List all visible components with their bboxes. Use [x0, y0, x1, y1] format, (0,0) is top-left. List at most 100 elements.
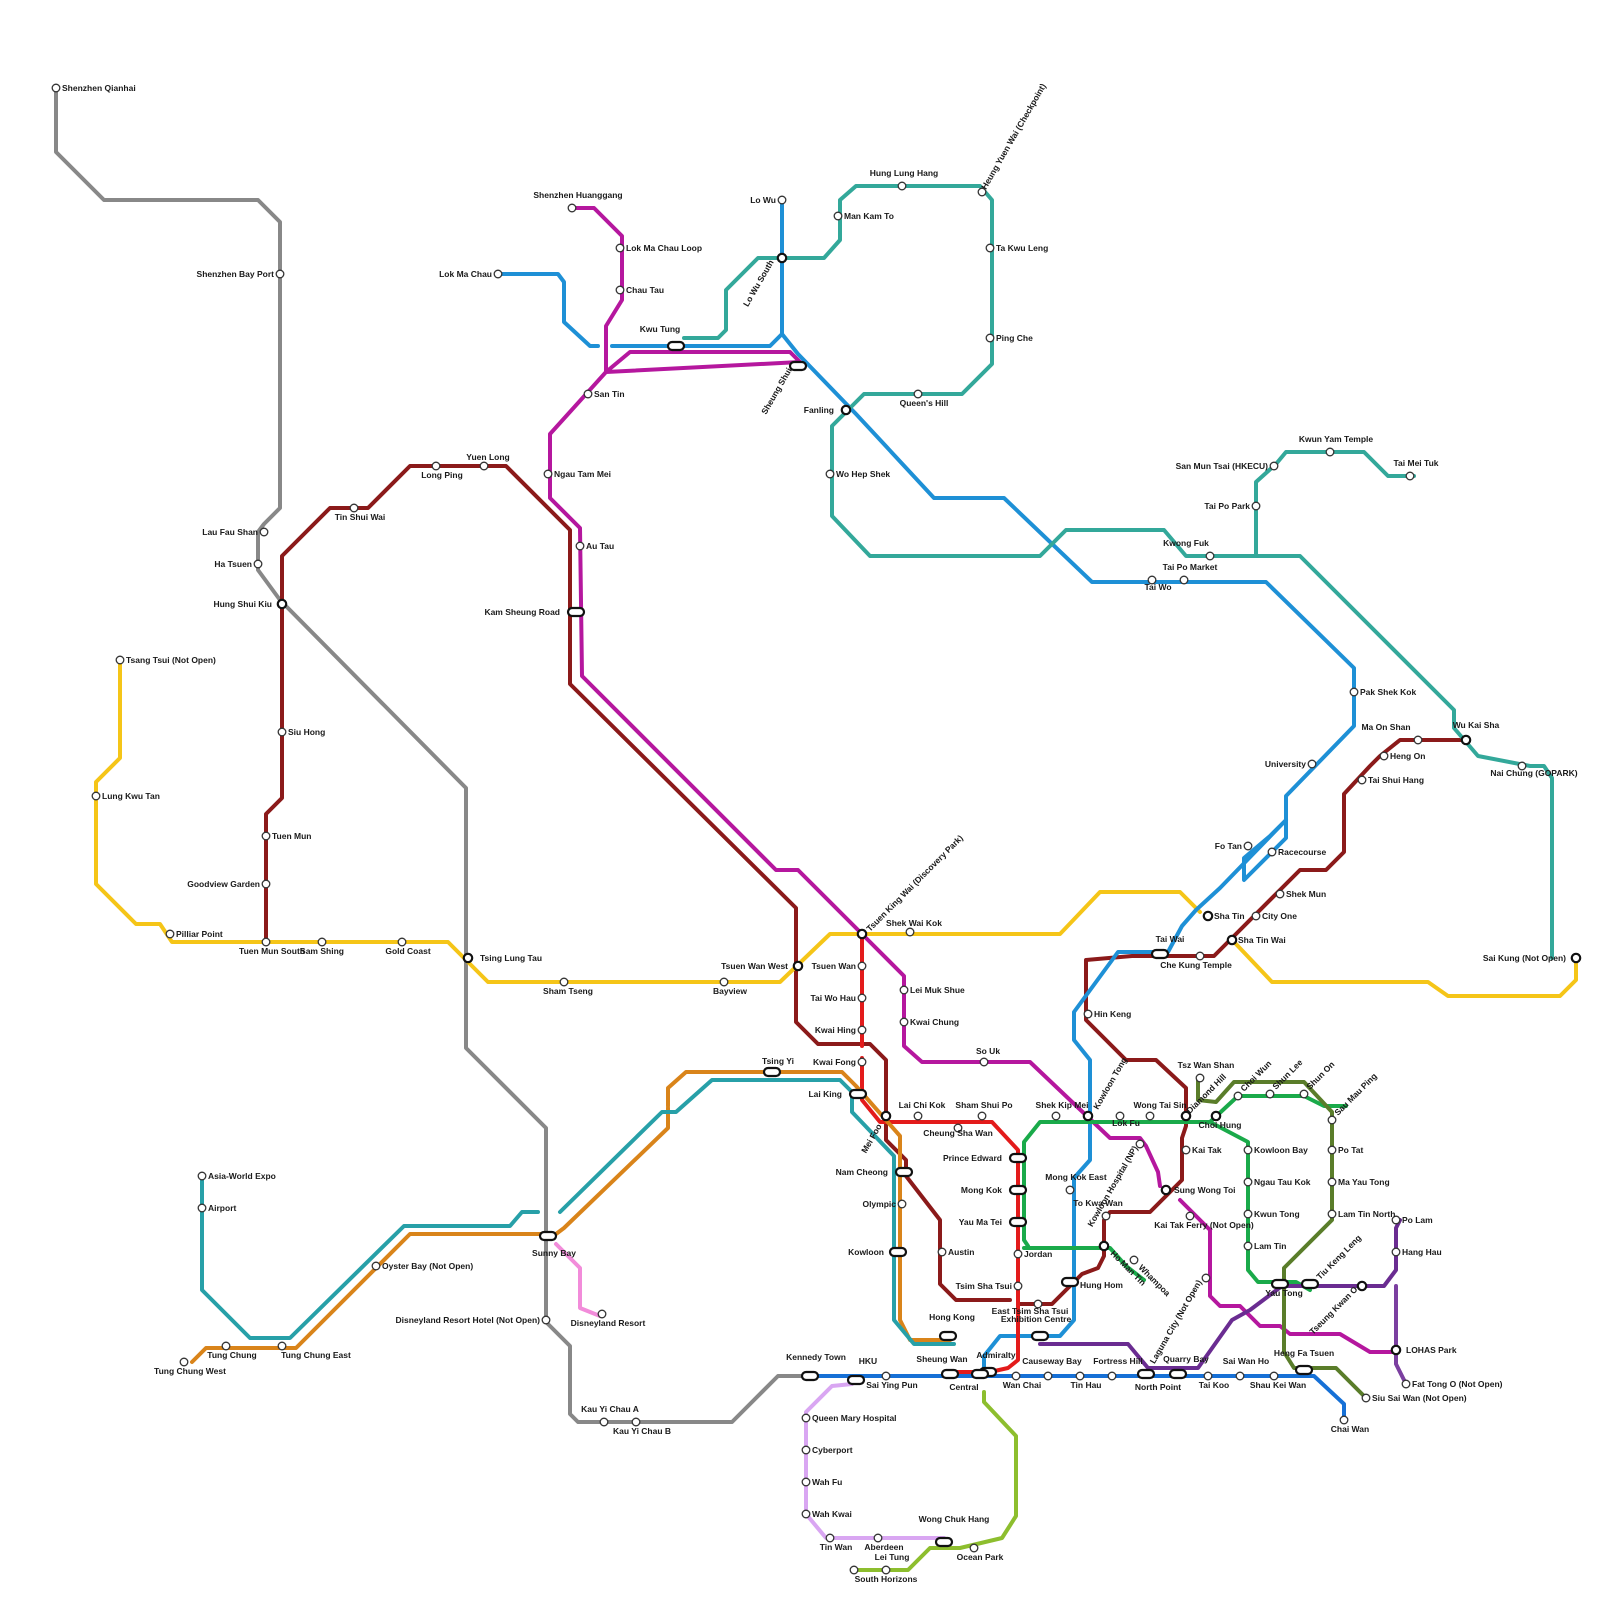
station-marker-sha-tin-wai[interactable] — [1226, 934, 1238, 946]
station-marker-oyster-bay-not-open[interactable] — [371, 1261, 381, 1271]
station-marker-yuen-long[interactable] — [479, 461, 489, 471]
station-marker-siu-hong[interactable] — [277, 727, 287, 737]
station-marker-tin-wan[interactable] — [825, 1533, 835, 1543]
station-marker-causeway-bay[interactable] — [1043, 1371, 1053, 1381]
station-marker-lau-fau-shan[interactable] — [259, 527, 269, 537]
station-marker-tiu-keng-leng[interactable] — [1300, 1278, 1320, 1290]
station-marker-kwai-chung[interactable] — [899, 1017, 909, 1027]
station-marker-heng-on[interactable] — [1379, 751, 1389, 761]
station-marker-po-lam[interactable] — [1391, 1215, 1401, 1225]
station-marker-kwai-fong[interactable] — [857, 1057, 867, 1067]
station-marker-chai-wan[interactable] — [1339, 1415, 1349, 1425]
station-marker-jordan[interactable] — [1013, 1249, 1023, 1259]
station-marker-goodview-garden[interactable] — [261, 879, 271, 889]
station-marker-yau-ma-tei[interactable] — [1008, 1216, 1028, 1228]
station-marker-lohas-park[interactable] — [1390, 1344, 1402, 1356]
station-marker-shek-mun[interactable] — [1275, 889, 1285, 899]
station-marker-lam-tin[interactable] — [1243, 1241, 1253, 1251]
station-marker-ha-tsuen[interactable] — [253, 559, 263, 569]
station-marker-asia-world-expo[interactable] — [197, 1171, 207, 1181]
station-marker-tsuen-wan[interactable] — [857, 961, 867, 971]
station-marker-hong-kong[interactable] — [938, 1330, 958, 1342]
station-marker-sunny-bay[interactable] — [538, 1230, 558, 1242]
station-marker-wu-kai-sha[interactable] — [1460, 734, 1472, 746]
station-marker-kau-yi-chau-a[interactable] — [599, 1417, 609, 1427]
station-marker-sai-wan-ho[interactable] — [1235, 1371, 1245, 1381]
station-marker-sau-mau-ping[interactable] — [1327, 1115, 1337, 1125]
station-marker-shenzhen-qianhai[interactable] — [51, 83, 61, 93]
station-marker-ocean-park[interactable] — [969, 1543, 979, 1553]
station-marker-tai-koo[interactable] — [1203, 1371, 1213, 1381]
station-marker-disneyland-resort[interactable] — [597, 1309, 607, 1319]
station-marker-tai-po-park[interactable] — [1251, 501, 1261, 511]
station-marker-tung-chung-west[interactable] — [179, 1357, 189, 1367]
station-marker-au-tau[interactable] — [575, 541, 585, 551]
station-marker-kau-yi-chau-b[interactable] — [631, 1417, 641, 1427]
station-marker-tai-wo-hau[interactable] — [857, 993, 867, 1003]
station-marker-kai-tak-ferry-not-open[interactable] — [1185, 1211, 1195, 1221]
station-marker-lei-muk-shue[interactable] — [899, 985, 909, 995]
station-marker-tsim-sha-tsui[interactable] — [1013, 1281, 1023, 1291]
station-marker-kowloon-hospital-np[interactable] — [1135, 1139, 1145, 1149]
station-marker-shek-wai-kok[interactable] — [905, 927, 915, 937]
station-marker-tseung-kwan-o[interactable] — [1356, 1280, 1368, 1292]
station-marker-hin-keng[interactable] — [1083, 1009, 1093, 1019]
station-marker-wah-kwai[interactable] — [801, 1509, 811, 1519]
station-marker-sai-kung-not-open[interactable] — [1570, 952, 1582, 964]
station-marker-shek-kip-mei[interactable] — [1051, 1111, 1061, 1121]
station-marker-wo-hep-shek[interactable] — [825, 469, 835, 479]
station-marker-ma-on-shan[interactable] — [1413, 735, 1423, 745]
station-marker-fat-tong-o-not-open[interactable] — [1401, 1379, 1411, 1389]
station-marker-kwun-tong[interactable] — [1243, 1209, 1253, 1219]
station-marker-tung-chung[interactable] — [221, 1341, 231, 1351]
station-marker-to-kwa-wan[interactable] — [1101, 1211, 1111, 1221]
station-marker-ngau-tam-mei[interactable] — [543, 469, 553, 479]
station-marker-hang-hau[interactable] — [1391, 1247, 1401, 1257]
station-marker-ping-che[interactable] — [985, 333, 995, 343]
station-marker-sha-tin[interactable] — [1202, 910, 1214, 922]
station-marker-hung-lung-hang[interactable] — [897, 181, 907, 191]
station-marker-wong-tai-sin[interactable] — [1145, 1111, 1155, 1121]
station-marker-che-kung-temple[interactable] — [1195, 951, 1205, 961]
station-marker-hung-shui-kiu[interactable] — [276, 598, 288, 610]
station-marker-lai-chi-kok[interactable] — [913, 1111, 923, 1121]
station-marker-lo-wu[interactable] — [777, 195, 787, 205]
station-marker-choi-wun[interactable] — [1233, 1091, 1243, 1101]
station-marker-airport[interactable] — [197, 1203, 207, 1213]
station-marker-shenzhen-huanggang[interactable] — [567, 203, 577, 213]
station-marker-cyberport[interactable] — [801, 1445, 811, 1455]
station-marker-shenzhen-bay-port[interactable] — [275, 269, 285, 279]
station-marker-kwun-yam-temple[interactable] — [1325, 447, 1335, 457]
station-marker-sham-shui-po[interactable] — [977, 1111, 987, 1121]
station-marker-fo-tan[interactable] — [1243, 841, 1253, 851]
station-marker-fortress-hill[interactable] — [1107, 1371, 1117, 1381]
station-marker-tsz-wan-shan[interactable] — [1195, 1073, 1205, 1083]
station-marker-kowloon-tong[interactable] — [1082, 1110, 1094, 1122]
station-marker-kennedy-town[interactable] — [800, 1370, 820, 1382]
station-marker-lo-wu-south[interactable] — [776, 252, 788, 264]
station-marker-diamond-hill[interactable] — [1180, 1110, 1192, 1122]
station-marker-mei-foo[interactable] — [880, 1110, 892, 1122]
station-marker-hung-hom[interactable] — [1060, 1276, 1080, 1288]
station-marker-south-horizons[interactable] — [849, 1565, 859, 1575]
station-marker-disneyland-resort-hotel-not-open[interactable] — [541, 1315, 551, 1325]
station-marker-yau-tong[interactable] — [1270, 1278, 1290, 1290]
station-marker-austin[interactable] — [937, 1247, 947, 1257]
station-marker-choi-hung[interactable] — [1210, 1110, 1222, 1122]
station-marker-tuen-mun[interactable] — [261, 831, 271, 841]
station-marker-fanling[interactable] — [840, 404, 852, 416]
station-marker-man-kam-to[interactable] — [833, 211, 843, 221]
station-marker-lei-tung[interactable] — [881, 1565, 891, 1575]
station-marker-tuen-mun-south[interactable] — [261, 937, 271, 947]
station-marker-kwong-fuk[interactable] — [1205, 551, 1215, 561]
station-marker-ma-yau-tong[interactable] — [1327, 1177, 1337, 1187]
station-marker-sung-wong-toi[interactable] — [1160, 1184, 1172, 1196]
station-marker-exhibition-centre[interactable] — [1030, 1330, 1050, 1342]
station-marker-wah-fu[interactable] — [801, 1477, 811, 1487]
station-marker-mong-kok[interactable] — [1008, 1184, 1028, 1196]
station-marker-chau-tau[interactable] — [615, 285, 625, 295]
station-marker-kowloon[interactable] — [888, 1246, 908, 1258]
station-marker-wong-chuk-hang[interactable] — [934, 1536, 954, 1548]
station-marker-mong-kok-east[interactable] — [1065, 1185, 1075, 1195]
station-marker-racecourse[interactable] — [1267, 847, 1277, 857]
